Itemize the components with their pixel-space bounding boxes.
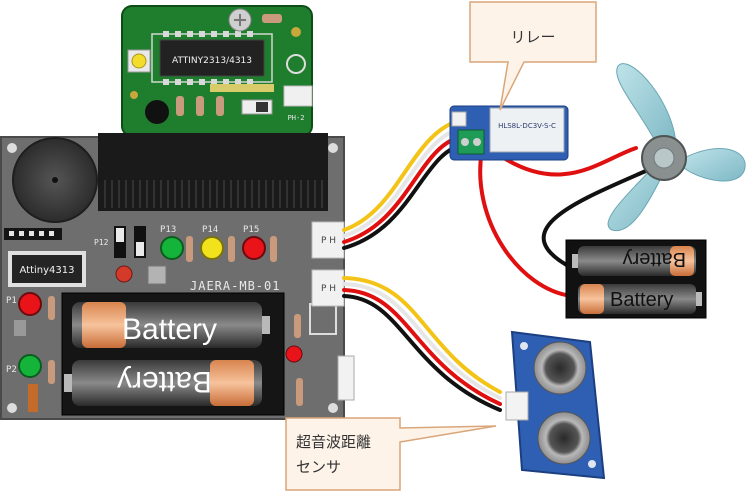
main-board: Attiny4313 P12 P13 P14 P15 JAERA-MB-01 P…	[0, 133, 355, 420]
label-p2: P2	[6, 365, 17, 375]
relay-marking: HLS8L-DC3V-S-C	[498, 122, 556, 130]
relay-callout: リレー	[469, 1, 597, 111]
label-p15: P15	[243, 225, 259, 235]
board-name: JAERA-MB-01	[190, 279, 280, 293]
sensor-callout-line2: センサ	[296, 458, 341, 476]
external-battery-label-upper: Battery	[623, 248, 686, 270]
top-chip-label: ATTINY2313/4313	[172, 56, 252, 66]
label-p14: P14	[202, 225, 218, 235]
ultrasonic-sensor	[505, 330, 606, 480]
sensor-callout-line1: 超音波距離	[296, 433, 371, 451]
board-battery-holder: Battery Battery	[61, 292, 285, 416]
fan-motor	[607, 63, 746, 232]
external-battery-label-lower: Battery	[610, 289, 673, 311]
top-module-caption: PH-2	[288, 114, 305, 122]
ph-label-upper: P H	[321, 236, 336, 246]
top-microcontroller-module: ATTINY2313/4313 PH-2	[121, 5, 313, 137]
external-battery-pack: Battery Battery	[565, 239, 707, 319]
battery-label-lower: Battery	[117, 365, 212, 398]
label-p13: P13	[160, 225, 176, 235]
led-row: P13 P14 P15	[160, 225, 277, 262]
battery-label-upper: Battery	[122, 313, 217, 346]
main-chip-label: Attiny4313	[20, 265, 75, 276]
label-p1: P1	[6, 296, 17, 306]
relay-module: HLS8L-DC3V-S-C	[449, 105, 569, 161]
wires	[342, 118, 650, 412]
ph-label-lower: P H	[321, 284, 336, 294]
relay-callout-text: リレー	[510, 28, 555, 46]
label-p12: P12	[94, 238, 109, 247]
sensor-callout: 超音波距離 センサ	[285, 417, 497, 491]
